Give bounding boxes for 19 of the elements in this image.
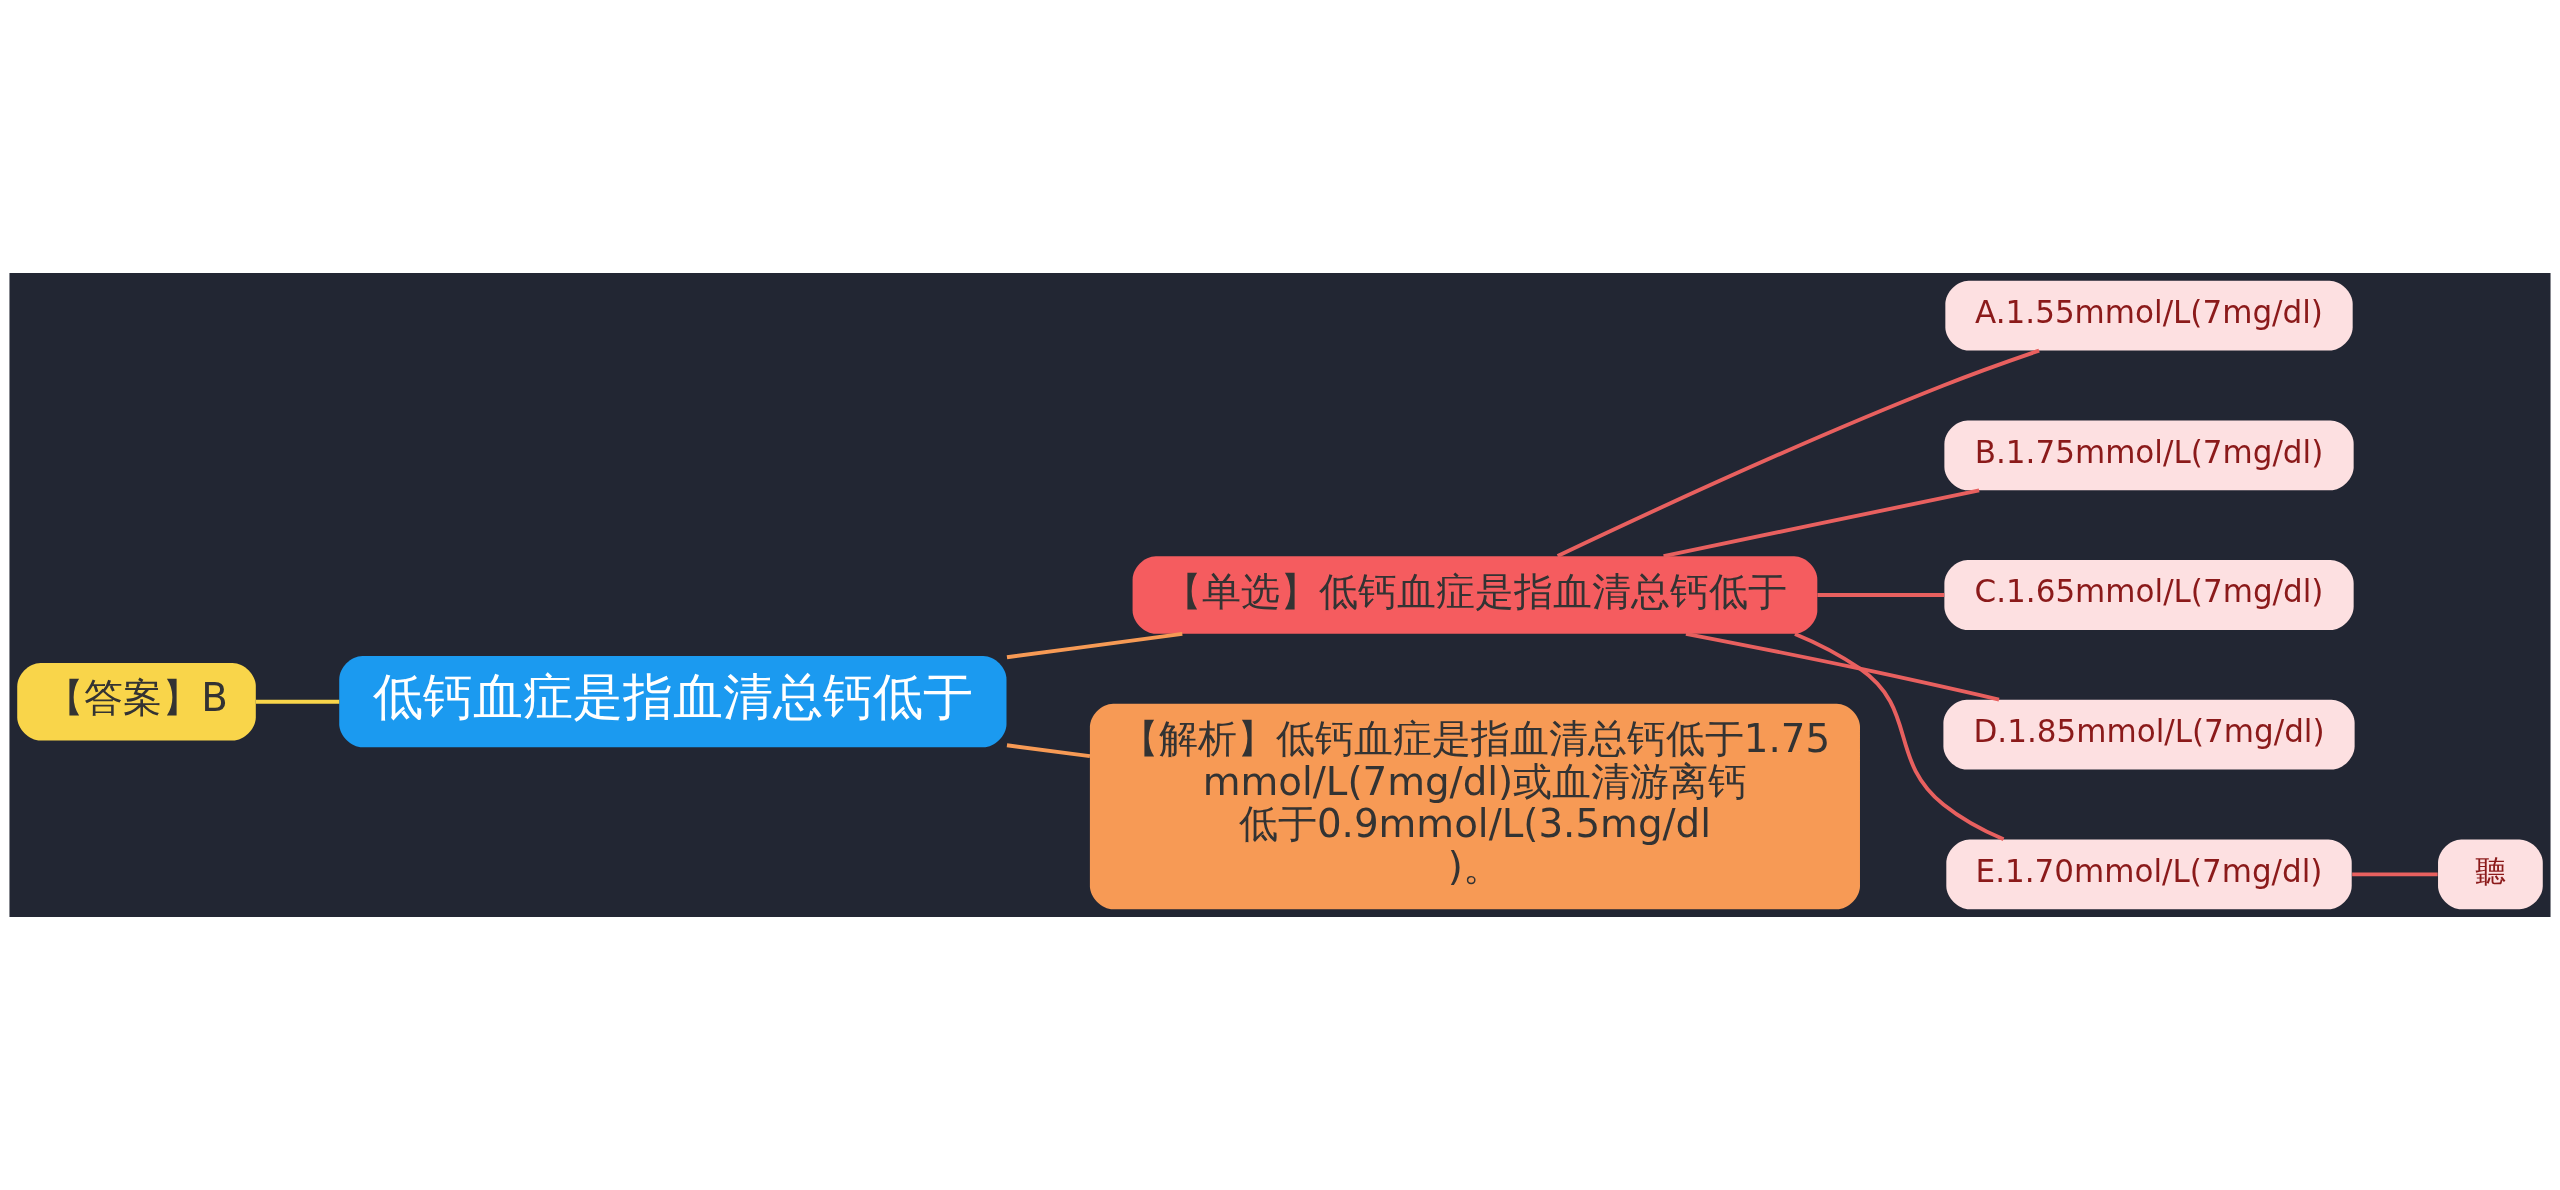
- node-box: 低钙血症是指血清总钙低于: [339, 656, 1007, 748]
- connector: [1794, 632, 2005, 842]
- node-box: E.1.70mmol/L(7mg/dl): [1946, 839, 2352, 910]
- connector: [1663, 488, 1980, 558]
- node-box: B.1.75mmol/L(7mg/dl): [1944, 420, 2354, 491]
- connector: [255, 699, 340, 704]
- node-box: 【单选】低钙血症是指血清总钙低于: [1132, 556, 1818, 634]
- node-box: C.1.65mmol/L(7mg/dl): [1944, 560, 2354, 630]
- connector: [1006, 743, 1091, 759]
- connector: [2352, 872, 2438, 877]
- node-box: D.1.85mmol/L(7mg/dl): [1943, 699, 2355, 770]
- node-box: 【答案】B: [17, 662, 256, 741]
- connector: [1006, 631, 1183, 660]
- node-box: 聽: [2438, 839, 2543, 910]
- connector: [1685, 631, 2000, 702]
- connector: [1556, 348, 2040, 558]
- node-box: 【解析】低钙血症是指血清总钙低于1.75mmol/L(7mg/dl)或血清游离钙低于0.9mmol/L(3.5mg/dl)。: [1089, 703, 1860, 910]
- node-box: A.1.55mmol/L(7mg/dl): [1945, 280, 2353, 351]
- connector: [1817, 593, 1945, 597]
